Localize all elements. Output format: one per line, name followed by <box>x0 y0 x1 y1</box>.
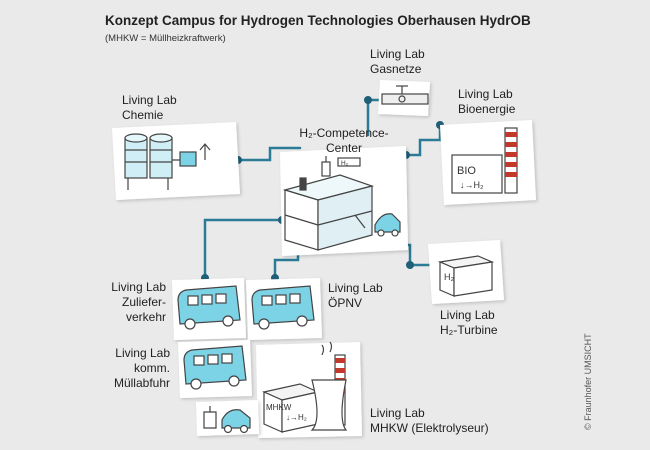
chemie-sketch <box>124 133 211 190</box>
bioenergie-sketch: BIO ↓→H₂ <box>451 127 518 194</box>
turbine-sketch: H₂ <box>437 255 495 297</box>
gasnetze-sketch <box>381 85 429 105</box>
mhkw-h2-sketch-text: ↓→H₂ <box>286 413 307 422</box>
connector-chemie <box>236 146 302 162</box>
label-competence-center: H₂-Competence-Center <box>299 126 389 155</box>
connector-lines <box>203 98 442 280</box>
bio-h2-sketch-text: ↓→H₂ <box>460 180 484 190</box>
turbine-sketch-text: H₂ <box>444 272 454 282</box>
center-sign-text: H₂ <box>341 160 349 167</box>
bio-sketch-text: BIO <box>457 165 476 177</box>
copyright-notice: © Fraunhofer UMSICHT <box>583 333 593 430</box>
diagram-subtitle: (MHKW = Müllheizkraftwerk) <box>105 33 226 44</box>
mhkw-sketch-text: MHKW <box>266 403 292 412</box>
connector-zuliefer <box>203 218 284 280</box>
bus-sketches <box>177 285 315 390</box>
connector-bioenergie <box>404 123 442 157</box>
diagram-title: Konzept Campus for Hydrogen Technologies… <box>105 13 531 28</box>
center-sketch: H₂ <box>282 156 401 251</box>
mhkw-sketch: MHKW ↓→H₂ <box>203 341 348 434</box>
